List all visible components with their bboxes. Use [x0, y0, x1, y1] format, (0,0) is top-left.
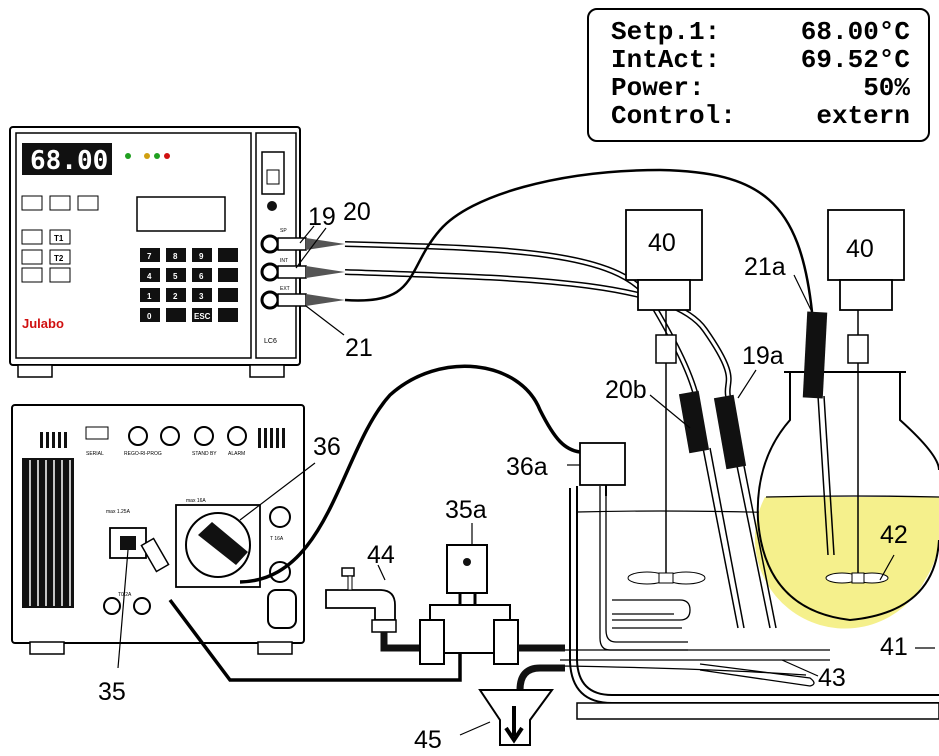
alarm-port[interactable]	[228, 427, 246, 445]
callout-36a: 36a	[506, 453, 548, 481]
controller-lcd-window	[137, 197, 225, 231]
callout-21: 21	[345, 334, 373, 362]
key-button[interactable]	[22, 268, 42, 282]
knob-icon[interactable]	[267, 201, 277, 211]
solenoid-valve	[420, 545, 518, 664]
controller-model: LC6	[264, 338, 277, 345]
key-1-label: 1	[147, 292, 152, 301]
callout-35: 35	[98, 678, 126, 706]
led-icon	[125, 153, 131, 159]
key-button[interactable]	[22, 250, 42, 264]
callout-19: 19	[308, 203, 336, 231]
aux-port[interactable]	[161, 427, 179, 445]
callout-21a: 21a	[744, 253, 786, 281]
fuse-icon[interactable]	[134, 598, 150, 614]
rego-port-label: REGO-RI-PROG	[124, 451, 162, 457]
fuse-label-t16a: T 16A	[270, 536, 284, 542]
callout-36: 36	[313, 433, 341, 461]
rego-port[interactable]	[129, 427, 147, 445]
key-button[interactable]	[22, 230, 42, 244]
serial-port-label: SERIAL	[86, 451, 104, 457]
key-up-button[interactable]	[218, 248, 238, 262]
key-2-label: 2	[173, 292, 178, 301]
key-button[interactable]	[22, 196, 42, 210]
jack-int[interactable]	[262, 264, 278, 280]
key-enter-button[interactable]	[218, 288, 238, 302]
serial-port[interactable]	[86, 427, 108, 439]
callout-20: 20	[343, 198, 371, 226]
callout-40-right: 40	[846, 235, 874, 263]
sensor-36a-box	[580, 443, 625, 485]
fuse-icon[interactable]	[270, 507, 290, 527]
led-icon	[154, 153, 160, 159]
key-4-label: 4	[147, 272, 152, 281]
temperature-controller: 68.00 T1 T2	[10, 127, 300, 377]
callout-44: 44	[367, 541, 395, 569]
key-esc-label: ESC	[194, 312, 211, 321]
key-9-label: 9	[199, 252, 204, 261]
callout-19a: 19a	[742, 342, 784, 370]
standby-port-label: STAND BY	[192, 451, 217, 457]
alarm-port-label: ALARM	[228, 451, 245, 457]
callout-35a: 35a	[445, 496, 487, 524]
key-button[interactable]	[50, 196, 70, 210]
callout-41: 41	[880, 633, 908, 661]
callout-42: 42	[880, 521, 908, 549]
power-switch-icon	[267, 170, 279, 184]
key-dot-button[interactable]	[166, 308, 186, 322]
stirrer-motor-right	[828, 210, 904, 363]
fuse-icon[interactable]	[104, 598, 120, 614]
jack-ext-label: EXT	[280, 286, 290, 292]
jack-int-label: INT	[280, 258, 288, 264]
sensor-21a	[803, 312, 827, 399]
jack-sp-label: SP	[280, 228, 287, 234]
jack-ext[interactable]	[262, 292, 278, 308]
key-6-label: 6	[199, 272, 204, 281]
key-button[interactable]	[78, 196, 98, 210]
standby-port[interactable]	[195, 427, 213, 445]
callout-43: 43	[818, 664, 846, 692]
jack-sp[interactable]	[262, 236, 278, 252]
key-t2-label: T2	[54, 254, 64, 263]
controller-brand: Julabo	[22, 316, 64, 331]
water-tap	[326, 568, 396, 632]
key-5-label: 5	[173, 272, 178, 281]
key-down-button[interactable]	[218, 268, 238, 282]
key-t1-label: T1	[54, 234, 64, 243]
key-3-label: 3	[199, 292, 204, 301]
led-icon	[164, 153, 170, 159]
led-icon	[144, 153, 150, 159]
bath-base	[577, 703, 939, 719]
key-7-label: 7	[147, 252, 152, 261]
circulator-unit: SERIAL REGO-RI-PROG STAND BY ALARM max 1…	[12, 405, 304, 654]
fuse-label-16a: max 16A	[186, 498, 206, 504]
controller-readout-value: 68.00	[30, 146, 108, 176]
callout-20b: 20b	[605, 376, 647, 404]
callout-40-left: 40	[648, 229, 676, 257]
sensor-19a	[714, 395, 746, 469]
fuse-label-125a: max 1.25A	[106, 509, 131, 515]
key-0-label: 0	[147, 312, 152, 321]
key-button[interactable]	[50, 268, 70, 282]
reaction-flask	[755, 363, 939, 629]
drain-funnel	[480, 690, 552, 745]
pump-outlet	[268, 590, 296, 628]
key-return-button[interactable]	[218, 308, 238, 322]
fuse-label-t02a: T0.2A	[118, 592, 132, 598]
callout-45: 45	[414, 726, 442, 754]
key-8-label: 8	[173, 252, 178, 261]
